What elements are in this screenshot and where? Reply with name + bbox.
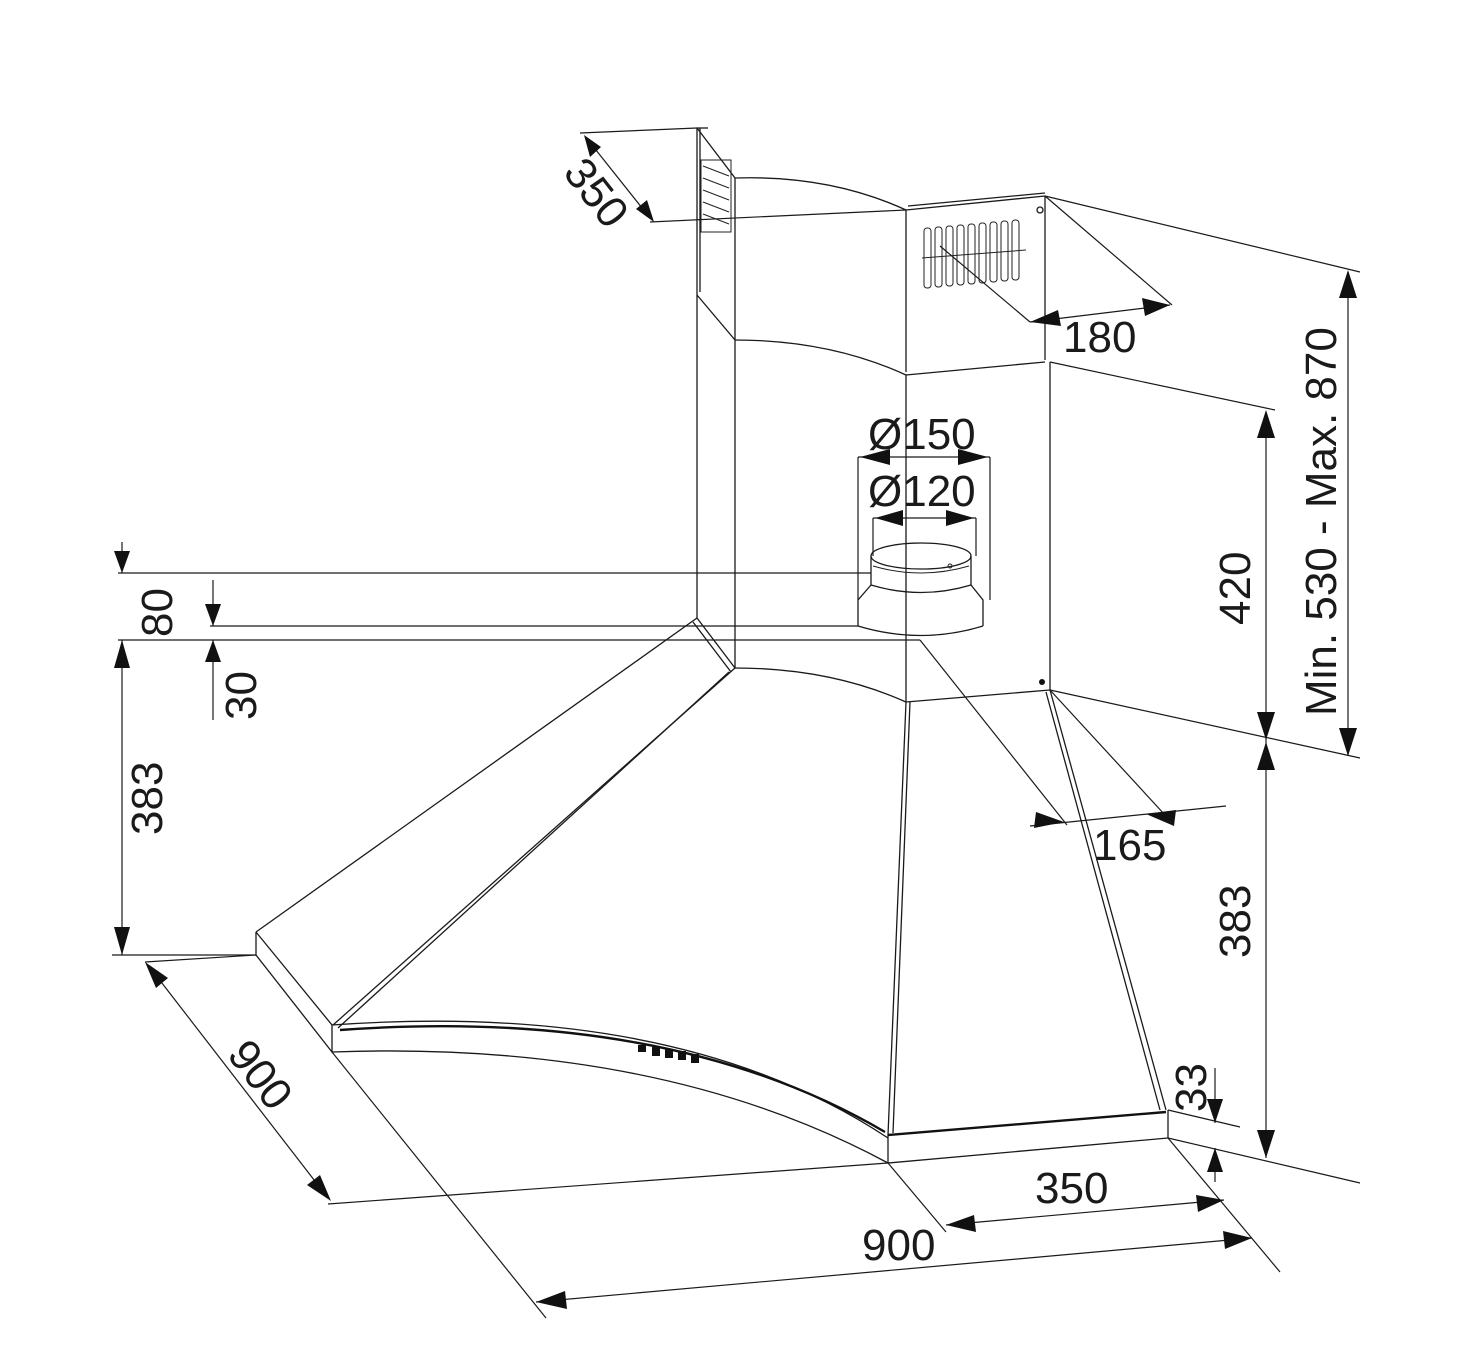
label-side-depth-right: 350 <box>1035 1164 1108 1213</box>
label-rim-thickness: 33 <box>1167 1063 1216 1112</box>
dimension-labels: 350 180 Min. 530 - Max. 870 420 Ø150 Ø12… <box>123 149 1346 1270</box>
hood-body <box>255 617 1169 1164</box>
label-outlet-inner-diameter: Ø120 <box>868 467 976 516</box>
label-vent-width: 180 <box>1063 313 1136 362</box>
dimension-lines <box>112 127 1361 1319</box>
left-vent-grille <box>702 165 730 225</box>
label-chimney-depth-top: 350 <box>554 149 638 237</box>
label-outlet-outer-diameter: Ø150 <box>868 410 976 459</box>
label-hood-height-right: 383 <box>1211 885 1260 958</box>
label-chimney-lower: 420 <box>1211 552 1260 625</box>
chimney-lower <box>696 294 1051 703</box>
label-side-depth-left: 900 <box>218 1031 302 1119</box>
label-hood-height-left: 383 <box>123 762 172 835</box>
right-vent-grille <box>921 219 1027 289</box>
label-collar-height: 80 <box>133 588 182 637</box>
label-front-width: 900 <box>862 1221 935 1270</box>
control-panel-buttons <box>638 1045 699 1063</box>
label-flange-height: 30 <box>217 671 266 720</box>
outlet-collar <box>857 542 984 637</box>
label-chimney-height-range: Min. 530 - Max. 870 <box>1297 327 1346 716</box>
label-chimney-depth-base: 165 <box>1093 821 1166 870</box>
chimney-upper <box>696 127 1046 372</box>
